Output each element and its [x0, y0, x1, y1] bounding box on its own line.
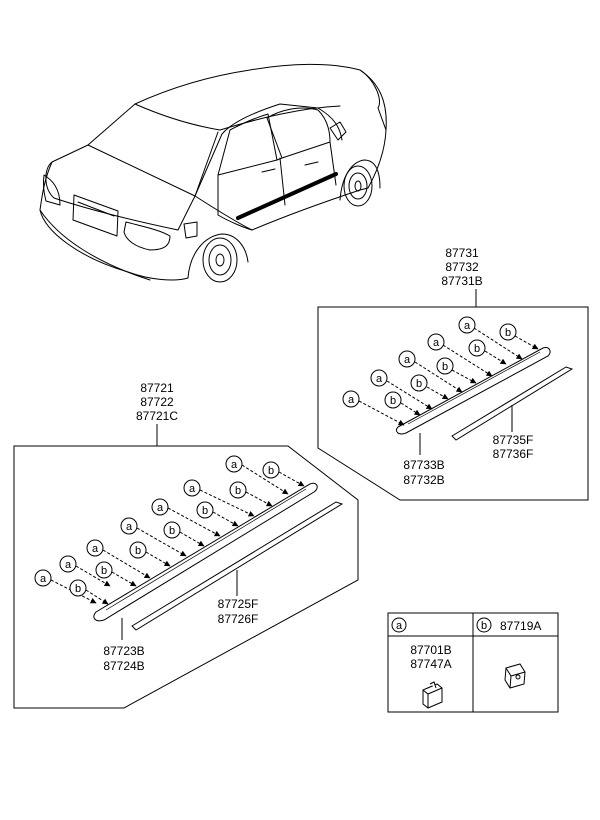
callout-a: a	[34, 569, 52, 587]
callout-a: a	[59, 555, 77, 573]
callout-b: b	[468, 339, 486, 357]
upper-group-frame	[317, 306, 589, 501]
legend-a-symbol: a	[391, 617, 407, 633]
svg-text:b: b	[442, 361, 448, 373]
svg-text:b: b	[474, 343, 480, 355]
svg-text:b: b	[235, 485, 241, 497]
upper-header-code-1: 87731	[445, 246, 479, 260]
svg-text:a: a	[396, 620, 403, 632]
lower-header-code-1: 87721	[140, 381, 174, 395]
svg-text:b: b	[416, 378, 422, 390]
svg-text:b: b	[481, 620, 487, 632]
svg-text:b: b	[505, 327, 511, 339]
svg-text:a: a	[189, 483, 196, 495]
svg-text:b: b	[135, 545, 141, 557]
svg-text:a: a	[433, 337, 440, 349]
upper-molding-code-2: 87732B	[403, 473, 444, 487]
svg-text:b: b	[75, 583, 81, 595]
svg-text:a: a	[231, 459, 238, 471]
callout-a: a	[458, 316, 476, 334]
callout-b: b	[436, 357, 454, 375]
svg-text:b: b	[101, 565, 107, 577]
callout-a: a	[427, 333, 445, 351]
lower-molding-code-2: 87724B	[103, 659, 144, 673]
callout-a: a	[370, 369, 388, 387]
svg-text:a: a	[40, 573, 47, 585]
callout-a: a	[225, 455, 243, 473]
lower-side-molding	[93, 482, 318, 622]
callout-b: b	[95, 561, 113, 579]
upper-strip-code-2: 87736F	[493, 447, 534, 461]
svg-text:a: a	[157, 502, 164, 514]
lower-strip-code-1: 87725F	[218, 597, 259, 611]
lower-strip	[131, 501, 344, 631]
svg-text:b: b	[202, 505, 208, 517]
callout-b: b	[384, 391, 402, 409]
callout-b: b	[262, 461, 280, 479]
svg-text:b: b	[390, 395, 396, 407]
legend-a-code-2: 87747A	[410, 657, 451, 671]
lower-group-frame	[13, 445, 359, 709]
callout-b: b	[410, 374, 428, 392]
lower-header-code-3: 87721C	[136, 409, 178, 423]
upper-side-molding	[395, 347, 551, 435]
upper-header-code-3: 87731B	[441, 274, 482, 288]
callout-b: b	[129, 541, 147, 559]
lower-molding-group: 87721 87722 87721C a	[13, 381, 359, 709]
upper-header-code-2: 87732	[445, 260, 479, 274]
callout-a: a	[151, 498, 169, 516]
callout-b: b	[196, 501, 214, 519]
lower-header-code-2: 87722	[140, 395, 174, 409]
svg-text:a: a	[464, 320, 471, 332]
callout-a: a	[86, 539, 104, 557]
svg-text:a: a	[65, 559, 72, 571]
callout-b: b	[229, 481, 247, 499]
callout-a: a	[342, 390, 360, 408]
clip-b-icon	[504, 663, 526, 689]
legend-a-code-1: 87701B	[410, 643, 451, 657]
callout-a: a	[183, 479, 201, 497]
callout-b: b	[163, 521, 181, 539]
svg-text:a: a	[404, 354, 411, 366]
upper-strip-code-1: 87735F	[493, 433, 534, 447]
lower-strip-code-2: 87726F	[218, 612, 259, 626]
legend-b-symbol: b	[476, 617, 492, 633]
legend-b-code: 87719A	[500, 619, 541, 633]
legend-table: a b 87719A 87701B 87747A	[387, 612, 559, 713]
svg-text:b: b	[268, 465, 274, 477]
svg-text:a: a	[348, 394, 355, 406]
svg-text:a: a	[376, 373, 383, 385]
callout-b: b	[69, 579, 87, 597]
car-illustration	[39, 63, 387, 283]
upper-strip	[451, 366, 574, 441]
upper-callouts: a b a b a b a b a b	[342, 316, 517, 409]
lower-molding-code-1: 87723B	[103, 644, 144, 658]
svg-text:a: a	[92, 543, 99, 555]
callout-a: a	[398, 350, 416, 368]
svg-text:b: b	[169, 525, 175, 537]
lower-callouts: a b a b a b a b a b a b a b	[34, 455, 280, 597]
upper-molding-group: 87731 87732 87731B a b a b a	[317, 246, 589, 501]
callout-b: b	[499, 323, 517, 341]
callout-a: a	[120, 517, 138, 535]
upper-molding-code-1: 87733B	[403, 458, 444, 472]
clip-a-icon	[422, 681, 443, 709]
svg-text:a: a	[126, 521, 133, 533]
